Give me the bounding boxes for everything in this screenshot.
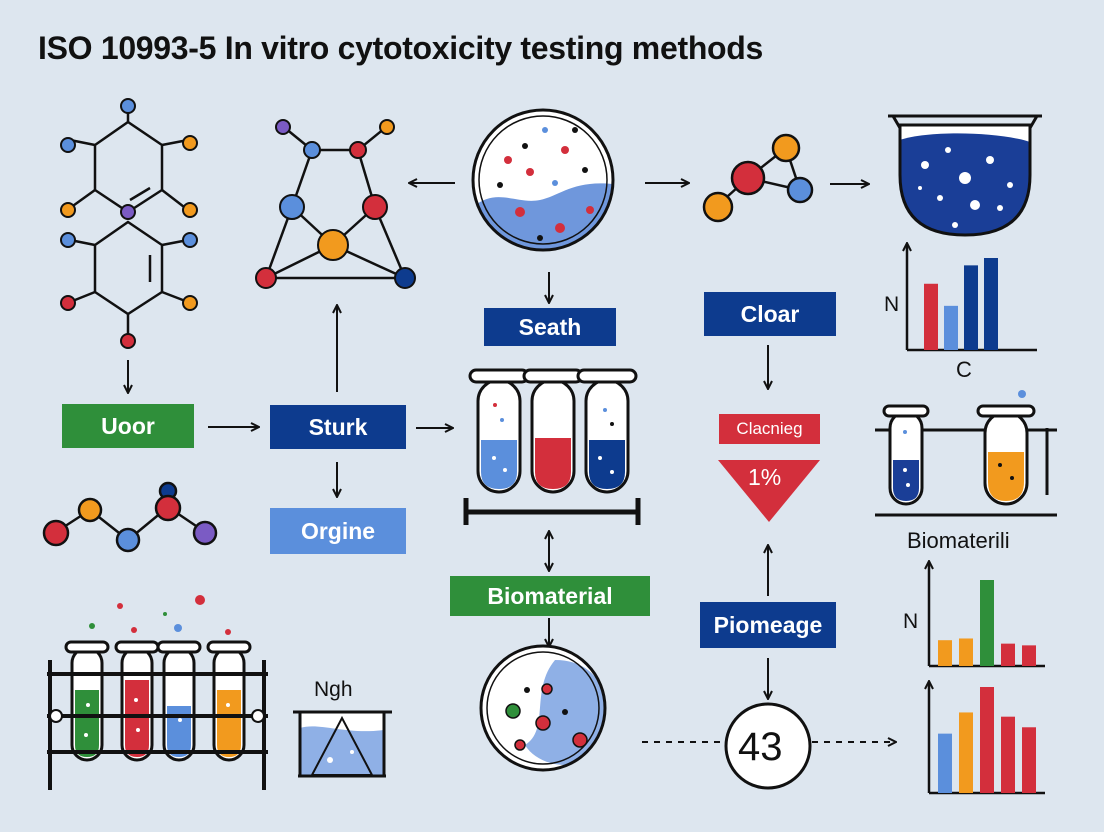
percent-value: 1%: [748, 464, 782, 490]
sturk-label: Sturk: [270, 405, 406, 449]
chart3-bar-2: [959, 712, 973, 793]
count-value: 43: [738, 725, 783, 769]
chart1-bar-1: [924, 283, 938, 350]
ngh-label: Ngh: [314, 678, 353, 701]
sample-tubes-icon: [875, 390, 1057, 517]
biomaterial-label: Biomaterial: [450, 576, 650, 616]
chart2-bar-5: [1022, 645, 1036, 666]
count-circle: [724, 702, 812, 790]
chart2-bar-3: [980, 580, 994, 666]
uoor-label: Uoor: [62, 404, 194, 448]
biomaterili-label: Biomaterili: [907, 528, 1010, 553]
piomeage-label: Piomeage: [700, 602, 836, 648]
cloar-label: Cloar: [704, 292, 836, 336]
atom-dots: [60, 98, 198, 349]
triangle-beaker-icon: [293, 710, 392, 778]
chart1-ylabel: N: [884, 293, 900, 316]
chart3-bar-4: [1001, 716, 1015, 793]
chart2-bar-1: [938, 640, 952, 666]
chart3-bar-5: [1022, 727, 1036, 793]
chart-bars: [924, 258, 1036, 793]
petri-dish-icon: [471, 108, 615, 252]
chart1-bar-2: [944, 305, 958, 350]
chart2-ylabel: N: [903, 610, 919, 633]
warning-triangle-icon: [718, 460, 820, 522]
chart3-bar-3: [980, 687, 994, 793]
clacnieg-label: Clacnieg: [719, 414, 820, 444]
chart3-bar-1: [938, 733, 952, 793]
orgine-label: Orgine: [270, 508, 406, 554]
diagram-title: ISO 10993-5 In vitro cytotoxicity testin…: [38, 30, 764, 66]
chart1-bar-3: [964, 265, 978, 350]
chart1-bar-4: [984, 258, 998, 350]
chart2-bar-4: [1001, 643, 1015, 666]
test-tubes-icon: [463, 368, 641, 525]
culture-dish-icon: [479, 644, 607, 772]
tube-rack-icon: [47, 595, 268, 790]
chart1-xlabel: C: [956, 357, 972, 382]
seath-label: Seath: [484, 308, 616, 346]
beaker-bowl-icon: [888, 114, 1042, 237]
hexagon-molecule-icon: [69, 108, 189, 338]
chart2-bar-2: [959, 638, 973, 666]
